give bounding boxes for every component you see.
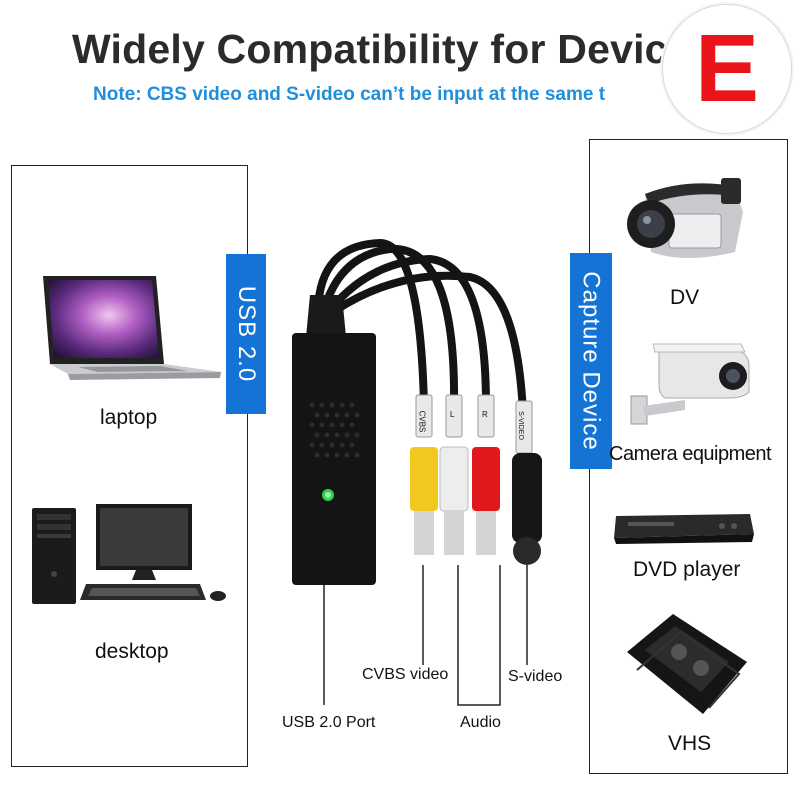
cvbs-video-callout: CVBS video: [362, 666, 449, 683]
audio-callout: Audio: [460, 714, 501, 731]
page-title: Widely Compatibility for Devic: [72, 26, 668, 72]
svideo-callout: S-video: [508, 668, 563, 685]
plug-tag-right: R: [482, 410, 488, 419]
laptop-icon: [43, 276, 221, 380]
plug-tag-svideo: S-VIDEO: [516, 411, 524, 440]
usb-port-callout: USB 2.0 Port: [282, 714, 376, 731]
usb-tab-label: USB 2.0: [233, 285, 261, 383]
plug-tag-cvbs: CVBS: [417, 410, 427, 433]
dvd-player-icon: [614, 514, 754, 544]
camcorder-icon: [627, 178, 743, 258]
compatibility-note: Note: CBS video and S-video can’t be inp…: [93, 84, 606, 105]
capture-device-tab: Capture Device: [570, 253, 612, 469]
computer-panel: [11, 165, 248, 767]
vhs-label: VHS: [668, 732, 712, 755]
dvd-player-label: DVD player: [633, 558, 741, 581]
plug-tag-left: L: [450, 410, 455, 419]
usb-capture-adapter-icon: [292, 238, 542, 706]
security-camera-icon: [630, 343, 750, 425]
vhs-tapes-icon: [627, 614, 747, 714]
laptop-label: laptop: [100, 406, 158, 429]
variant-badge: E: [662, 4, 792, 134]
camera-equipment-label: Camera equipment: [609, 443, 772, 465]
desktop-label: desktop: [95, 640, 169, 663]
usb-tab: USB 2.0: [226, 254, 266, 414]
desktop-computer-icon: [32, 504, 226, 604]
dv-label: DV: [670, 286, 700, 309]
capture-device-tab-label: Capture Device: [578, 271, 606, 451]
